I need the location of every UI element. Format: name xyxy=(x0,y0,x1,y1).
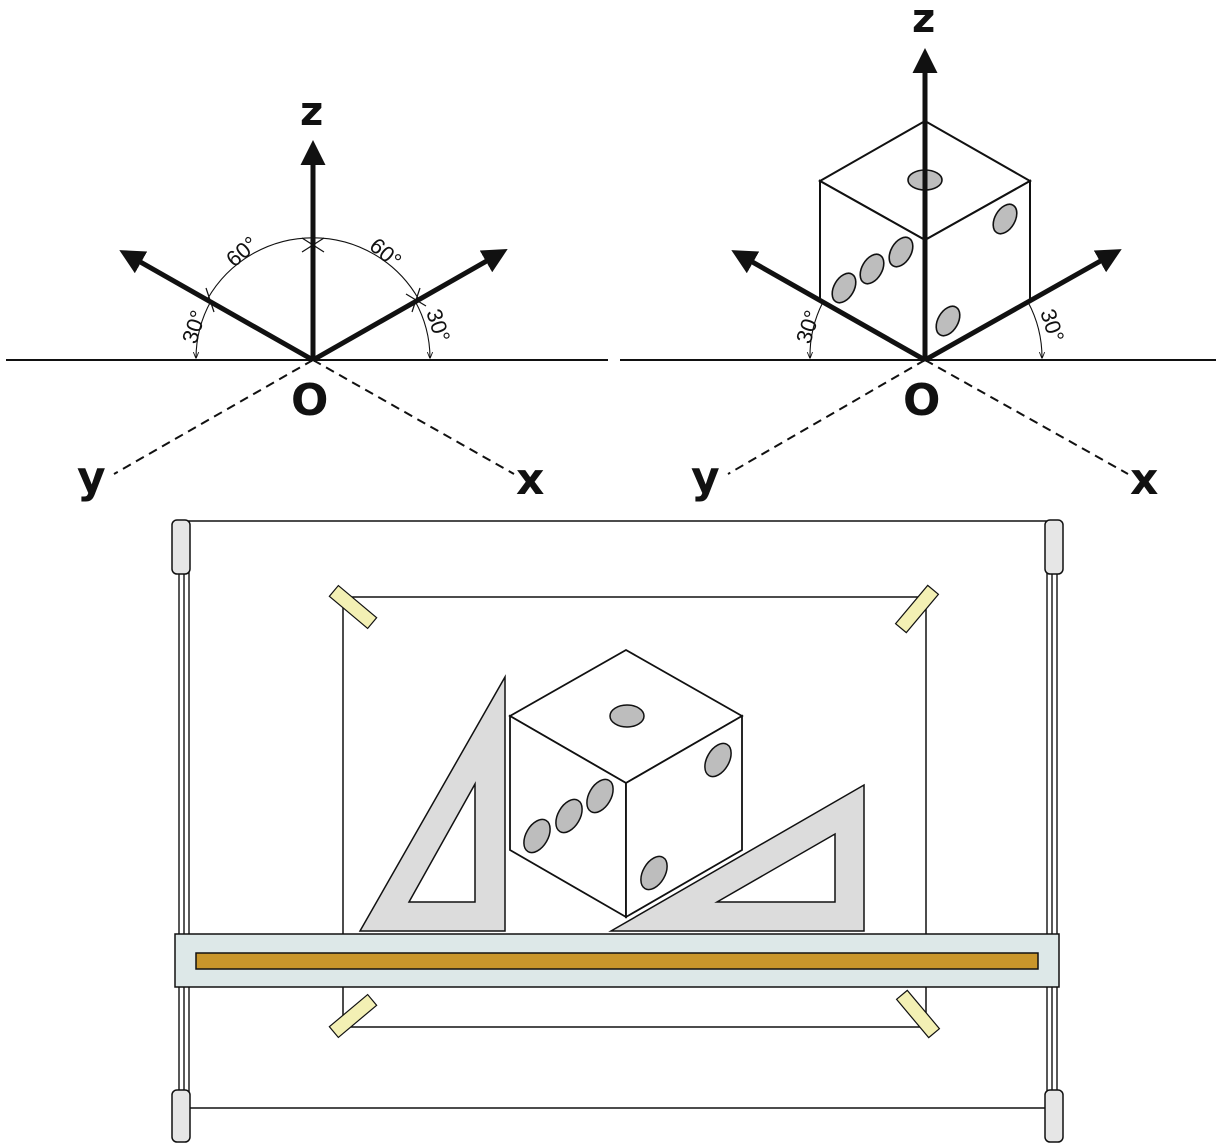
right-30deg-arc-left xyxy=(810,301,824,358)
tape-top-left xyxy=(328,584,378,630)
board-die-cube xyxy=(508,648,744,919)
drawing-board xyxy=(171,519,1064,1143)
right-y-label: y xyxy=(691,452,720,503)
right-30deg-label-lower-left: 30° xyxy=(791,307,825,346)
right-x-label: x xyxy=(1130,454,1158,505)
left-y-label: y xyxy=(77,452,106,503)
die-pip xyxy=(831,272,857,304)
die-pip xyxy=(586,778,614,814)
tape-bottom-right xyxy=(895,989,941,1039)
left-60deg-label-upper-left: 60° xyxy=(221,231,263,272)
right-axes-diagram: z O y x 30° 30° xyxy=(620,0,1216,505)
right-30deg-arc-right xyxy=(1027,301,1042,358)
right-rail xyxy=(1044,519,1064,1143)
left-30deg-arc-right xyxy=(414,300,430,358)
left-upper-right-axis xyxy=(311,249,508,363)
rail-clip xyxy=(171,519,191,575)
right-upper-left-axis xyxy=(731,250,927,363)
set-square-45 xyxy=(608,783,865,932)
die-pip xyxy=(640,855,668,891)
tape-bottom-left xyxy=(328,993,378,1039)
left-30deg-label-lower-right: 30° xyxy=(421,306,455,345)
right-x-dashed-line xyxy=(924,359,1129,475)
left-60deg-label-upper-right: 60° xyxy=(365,233,407,274)
right-origin-label: O xyxy=(903,375,940,426)
left-upper-left-axis xyxy=(119,250,315,363)
left-rail xyxy=(171,519,191,1143)
tape-pieces xyxy=(328,584,941,1039)
left-x-label: x xyxy=(516,454,544,505)
die-pip xyxy=(859,253,885,285)
die-pip xyxy=(555,798,583,834)
die-pip xyxy=(704,742,732,778)
left-origin-label: O xyxy=(291,375,328,426)
left-30deg-label-lower-left: 30° xyxy=(177,307,211,346)
die-pip xyxy=(523,818,551,854)
right-y-dashed-line xyxy=(727,359,926,475)
rail-clip xyxy=(1044,519,1064,575)
right-z-label: z xyxy=(912,0,935,42)
left-arc-ticks xyxy=(199,237,427,313)
die-pip xyxy=(609,704,645,728)
right-upper-right-axis xyxy=(923,249,1122,363)
tape-top-right xyxy=(894,584,940,634)
left-30deg-arc-left xyxy=(196,300,212,358)
ruler-scale-strip xyxy=(195,952,1039,970)
left-axes-diagram: z O y x 60° 60° 30° 30° xyxy=(6,89,608,505)
set-square-30-60 xyxy=(358,674,506,932)
left-y-dashed-line xyxy=(113,359,314,475)
left-construction-arc xyxy=(207,237,419,300)
left-x-dashed-line xyxy=(312,359,515,475)
die-pip xyxy=(992,203,1018,235)
rail-clip xyxy=(171,1089,191,1143)
left-z-label: z xyxy=(300,89,323,135)
rail-clip xyxy=(1044,1089,1064,1143)
die-pip xyxy=(888,236,914,268)
die-pip xyxy=(935,305,961,337)
